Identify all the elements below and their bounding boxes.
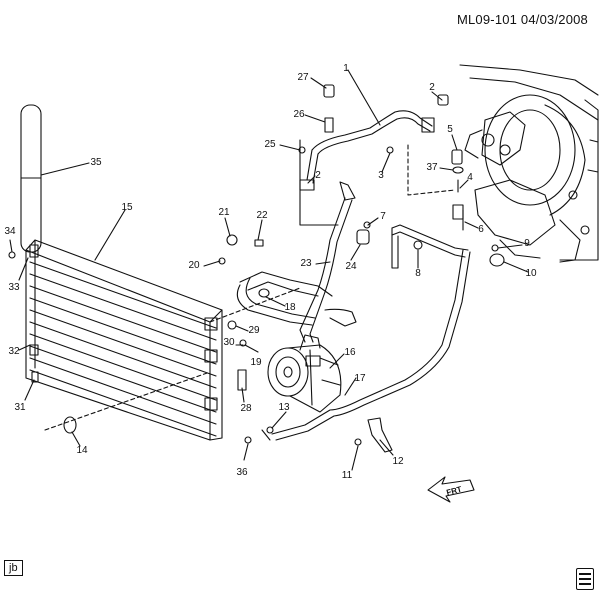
callout-19: 19	[250, 357, 262, 368]
callout-13: 13	[278, 402, 290, 413]
callout-9: 9	[524, 238, 530, 249]
desiccant-tube	[20, 104, 42, 253]
reference-lines	[44, 144, 456, 431]
front-arrow-icon	[427, 476, 475, 503]
callout-33: 33	[8, 282, 20, 293]
callout-8: 8	[415, 268, 421, 279]
callout-22: 22	[256, 210, 268, 221]
callout-28: 28	[240, 403, 252, 414]
callout-16: 16	[344, 347, 356, 358]
small-fittings	[8, 84, 505, 446]
callout-31: 31	[14, 402, 26, 413]
callout-34: 34	[4, 226, 16, 237]
callout-30: 30	[223, 337, 235, 348]
callout-25: 25	[264, 139, 276, 150]
callout-6: 6	[478, 224, 484, 235]
callout-5: 5	[447, 124, 453, 135]
callout-35: 35	[90, 157, 102, 168]
hose-line-17	[261, 224, 471, 441]
callout-29: 29	[248, 325, 260, 336]
engine-area-illustration	[459, 64, 599, 263]
footer-tag: jb	[4, 560, 23, 576]
callout-37: 37	[426, 162, 438, 173]
callout-26: 26	[293, 109, 305, 120]
callout-3: 3	[378, 170, 384, 181]
front-arrow-label: FRT	[445, 485, 462, 498]
diagram-header: ML09-101 04/03/2008	[457, 12, 588, 27]
leader-lines	[9, 69, 529, 471]
callout-15: 15	[121, 202, 133, 213]
callout-36: 36	[236, 467, 248, 478]
condenser	[25, 239, 223, 441]
hose-line-23	[299, 181, 357, 343]
callout-11: 11	[342, 470, 353, 481]
callout-7: 7	[380, 211, 386, 222]
callout-12: 12	[392, 456, 404, 467]
compressor	[267, 334, 342, 413]
diagram-id: ML09-101	[456, 12, 518, 27]
hose-line-18	[236, 271, 333, 326]
callout-1: 1	[343, 63, 349, 74]
callout-2-2: 2	[315, 170, 321, 181]
callout-4: 4	[467, 172, 473, 183]
callout-10: 10	[525, 268, 537, 279]
callout-20: 20	[188, 260, 200, 271]
callout-14: 14	[76, 445, 88, 456]
book-icon	[576, 568, 594, 590]
callout-23: 23	[300, 258, 312, 269]
callout-17: 17	[354, 373, 366, 384]
callout-21: 21	[218, 207, 230, 218]
hose-line-1	[299, 110, 435, 226]
callout-27: 27	[297, 72, 309, 83]
bracket-12	[367, 417, 393, 453]
diagram-date: 04/03/2008	[520, 12, 588, 27]
callout-32: 32	[8, 346, 20, 357]
callout-24: 24	[345, 261, 357, 272]
callout-2: 2	[429, 82, 435, 93]
callout-18: 18	[284, 302, 296, 313]
